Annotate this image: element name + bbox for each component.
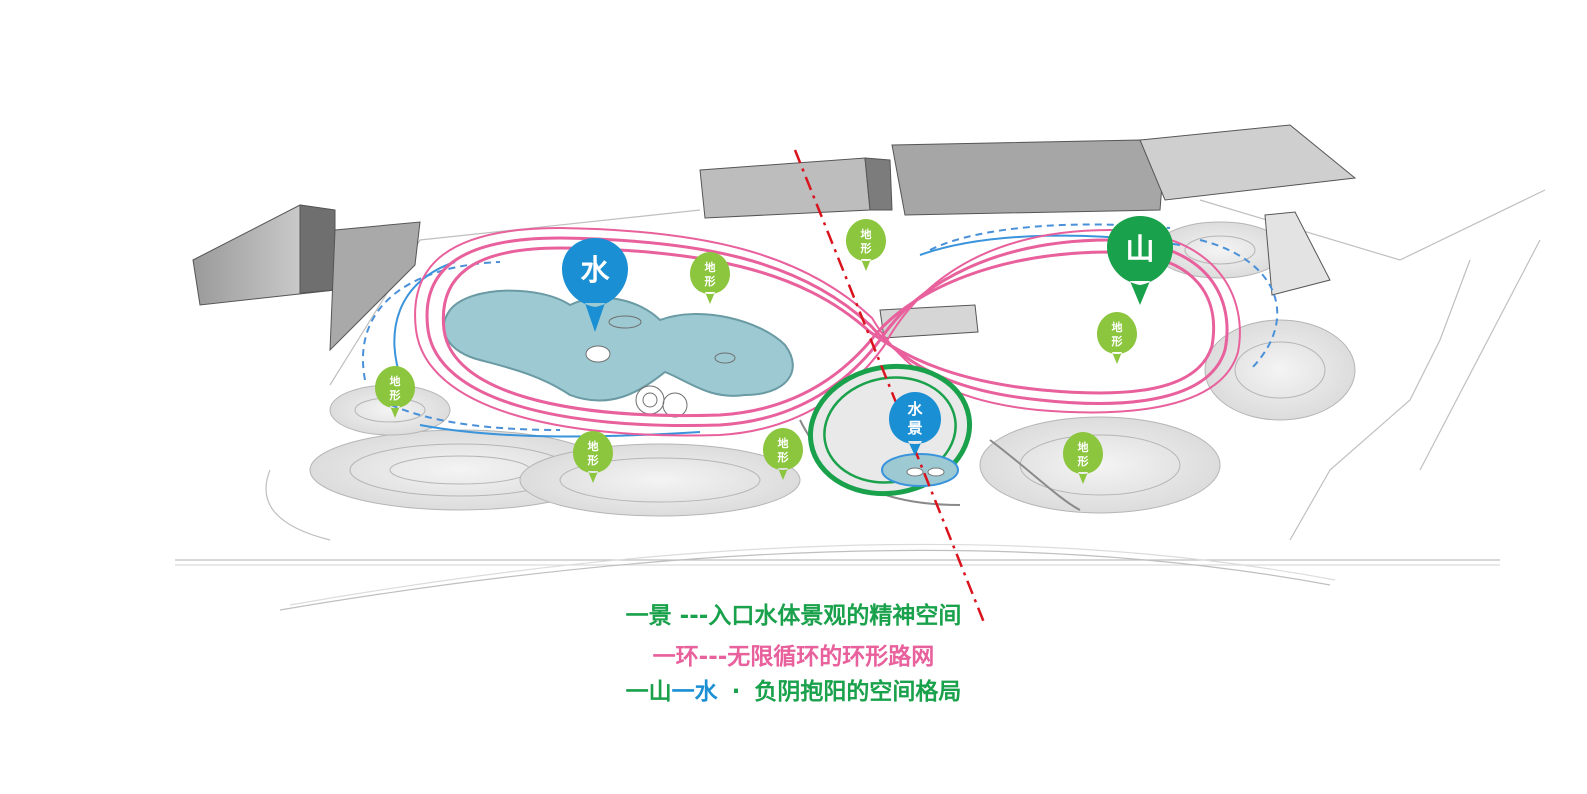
water-marker-label: 水 [580,253,610,287]
terrain-marker: 地 形 [573,431,613,483]
terrain-marker-label-1: 地 [778,436,789,450]
legend-water: 一水 [671,679,718,705]
terrain-marker-label-1: 地 [588,439,599,453]
terrain-marker-label-2: 形 [705,275,716,288]
legend-line-yinyang: 一山一水 · 负阴抱阳的空间格局 [0,672,1587,706]
legend-text: 一环---无限循环的环形路网 [652,644,935,670]
water-marker: 水 [562,238,628,332]
infinity-loop [414,226,1241,437]
terrain-mounds [309,221,1356,517]
water-feature-ring [807,363,973,497]
legend-text: 一景 ---入口水体景观的精神空间 [625,603,962,629]
terrain-marker-label-2: 形 [1078,455,1089,468]
terrain-marker-label-2: 形 [1112,335,1123,348]
legend-pattern: 负阴抱阳的空间格局 [754,679,962,705]
legend-line-scene: 一景 ---入口水体景观的精神空间 [0,596,1587,630]
terrain-marker-label-1: 地 [390,374,401,388]
terrain-marker: 地 形 [690,252,730,304]
terrain-marker-label-1: 地 [705,260,716,274]
terrain-marker-label-2: 形 [390,389,401,402]
buildings [192,124,1357,352]
terrain-marker-label-2: 形 [861,242,872,255]
terrain-marker-label-1: 地 [1112,320,1123,334]
legend-line-loop: 一环---无限循环的环形路网 [0,637,1587,671]
terrain-marker-label-2: 形 [588,454,599,467]
legend-dot: · [731,679,741,705]
terrain-marker-label-1: 地 [861,227,872,241]
water-feature-marker: 水 景 [889,392,941,456]
terrain-marker-label-1: 地 [1078,440,1089,454]
water-feature-label-1: 水 [907,400,923,418]
terrain-marker: 地 形 [763,428,803,480]
terrain-marker: 地 形 [1097,312,1137,364]
terrain-marker: 地 形 [846,219,886,271]
water-feature-label-2: 景 [907,419,922,437]
legend-mountain: 一山 [625,679,672,705]
mountain-marker-label: 山 [1125,232,1154,266]
terrain-marker: 地 形 [375,366,415,418]
water-lake [442,289,794,402]
mountain-marker: 山 [1107,216,1173,305]
terrain-marker: 地 形 [1063,432,1103,484]
terrain-marker-label-2: 形 [778,451,789,464]
axis-line [793,149,987,626]
